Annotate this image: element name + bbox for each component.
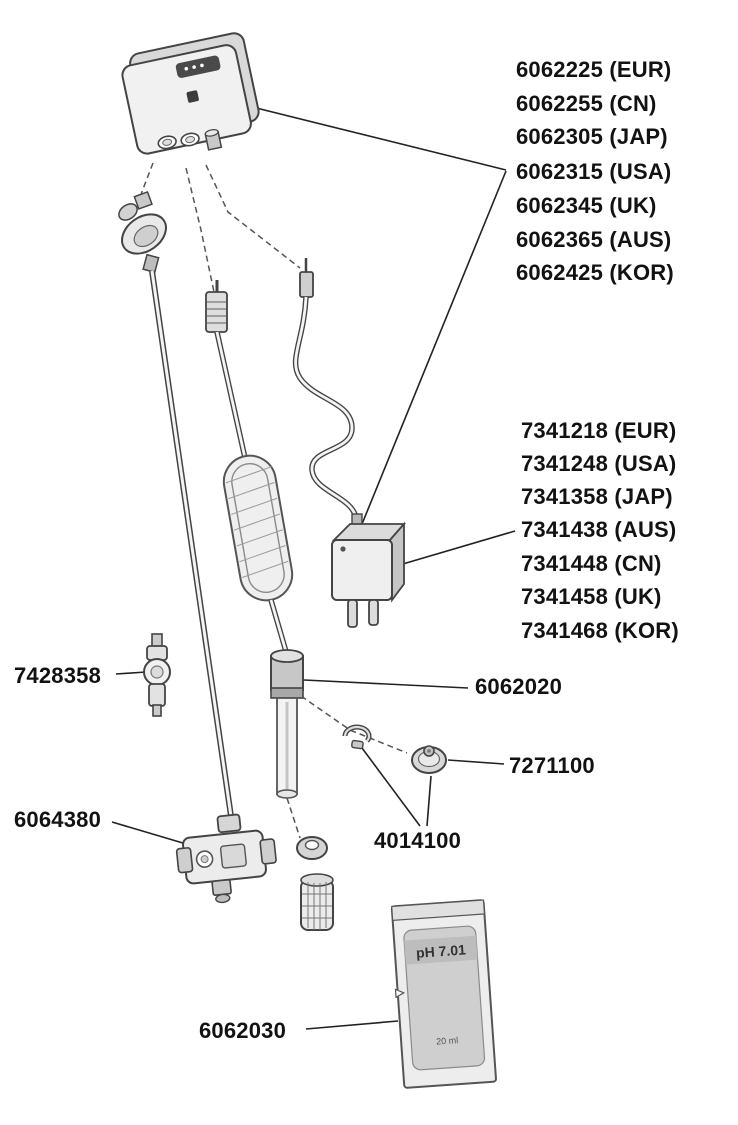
power-adapter-drawing [292, 258, 406, 628]
label-adapter-jap: 7341358 (JAP) [521, 484, 673, 509]
buffer-sachet-drawing: pH 7.01 20 ml [390, 899, 497, 1089]
electrode-cable-drawing [205, 280, 294, 656]
ph-electrode-drawing [270, 649, 304, 799]
check-valve-drawing [143, 633, 171, 717]
display-panel [175, 55, 221, 78]
sachet-volume-text: 20 ml [436, 1035, 459, 1047]
clip-drawing [342, 724, 372, 750]
label-controller-aus: 6062365 (AUS) [516, 227, 672, 252]
label-controller-uk: 6062345 (UK) [516, 193, 657, 218]
label-suction-cup: 7271100 [509, 753, 595, 778]
dashed-guides [139, 162, 408, 839]
label-adapter-cn: 7341448 (CN) [521, 551, 662, 576]
label-controller-kor: 6062425 (KOR) [516, 260, 674, 285]
label-controller-cn: 6062255 (CN) [516, 91, 657, 116]
suction-cup-drawing [411, 745, 447, 774]
label-controller-jap: 6062305 (JAP) [516, 124, 668, 149]
level-sensor-drawing [118, 191, 236, 831]
button-detail [186, 90, 199, 103]
label-adapter-kor: 7341468 (KOR) [521, 618, 679, 643]
cap-ring-drawing [296, 836, 328, 860]
label-adapter-eur: 7341218 (EUR) [521, 418, 677, 443]
leader-lines [111, 102, 516, 1030]
controller-unit-drawing [121, 32, 260, 155]
label-controller-eur: 6062225 (EUR) [516, 57, 672, 82]
label-holder: 6064380 [14, 807, 102, 832]
label-adapter-usa: 7341248 (USA) [521, 451, 677, 476]
label-buffer-sachet: 6062030 [199, 1018, 287, 1043]
label-controller-usa: 6062315 (USA) [516, 159, 672, 184]
label-check-valve: 7428358 [14, 663, 102, 688]
label-clips: 4014100 [374, 828, 462, 853]
mesh-basket-drawing [300, 873, 334, 931]
sachet-ph-text: pH 7.01 [416, 941, 467, 960]
holder-assembly-drawing [175, 813, 277, 904]
label-adapter-aus: 7341438 (AUS) [521, 517, 677, 542]
label-adapter-uk: 7341458 (UK) [521, 584, 662, 609]
label-electrode: 6062020 [475, 674, 563, 699]
